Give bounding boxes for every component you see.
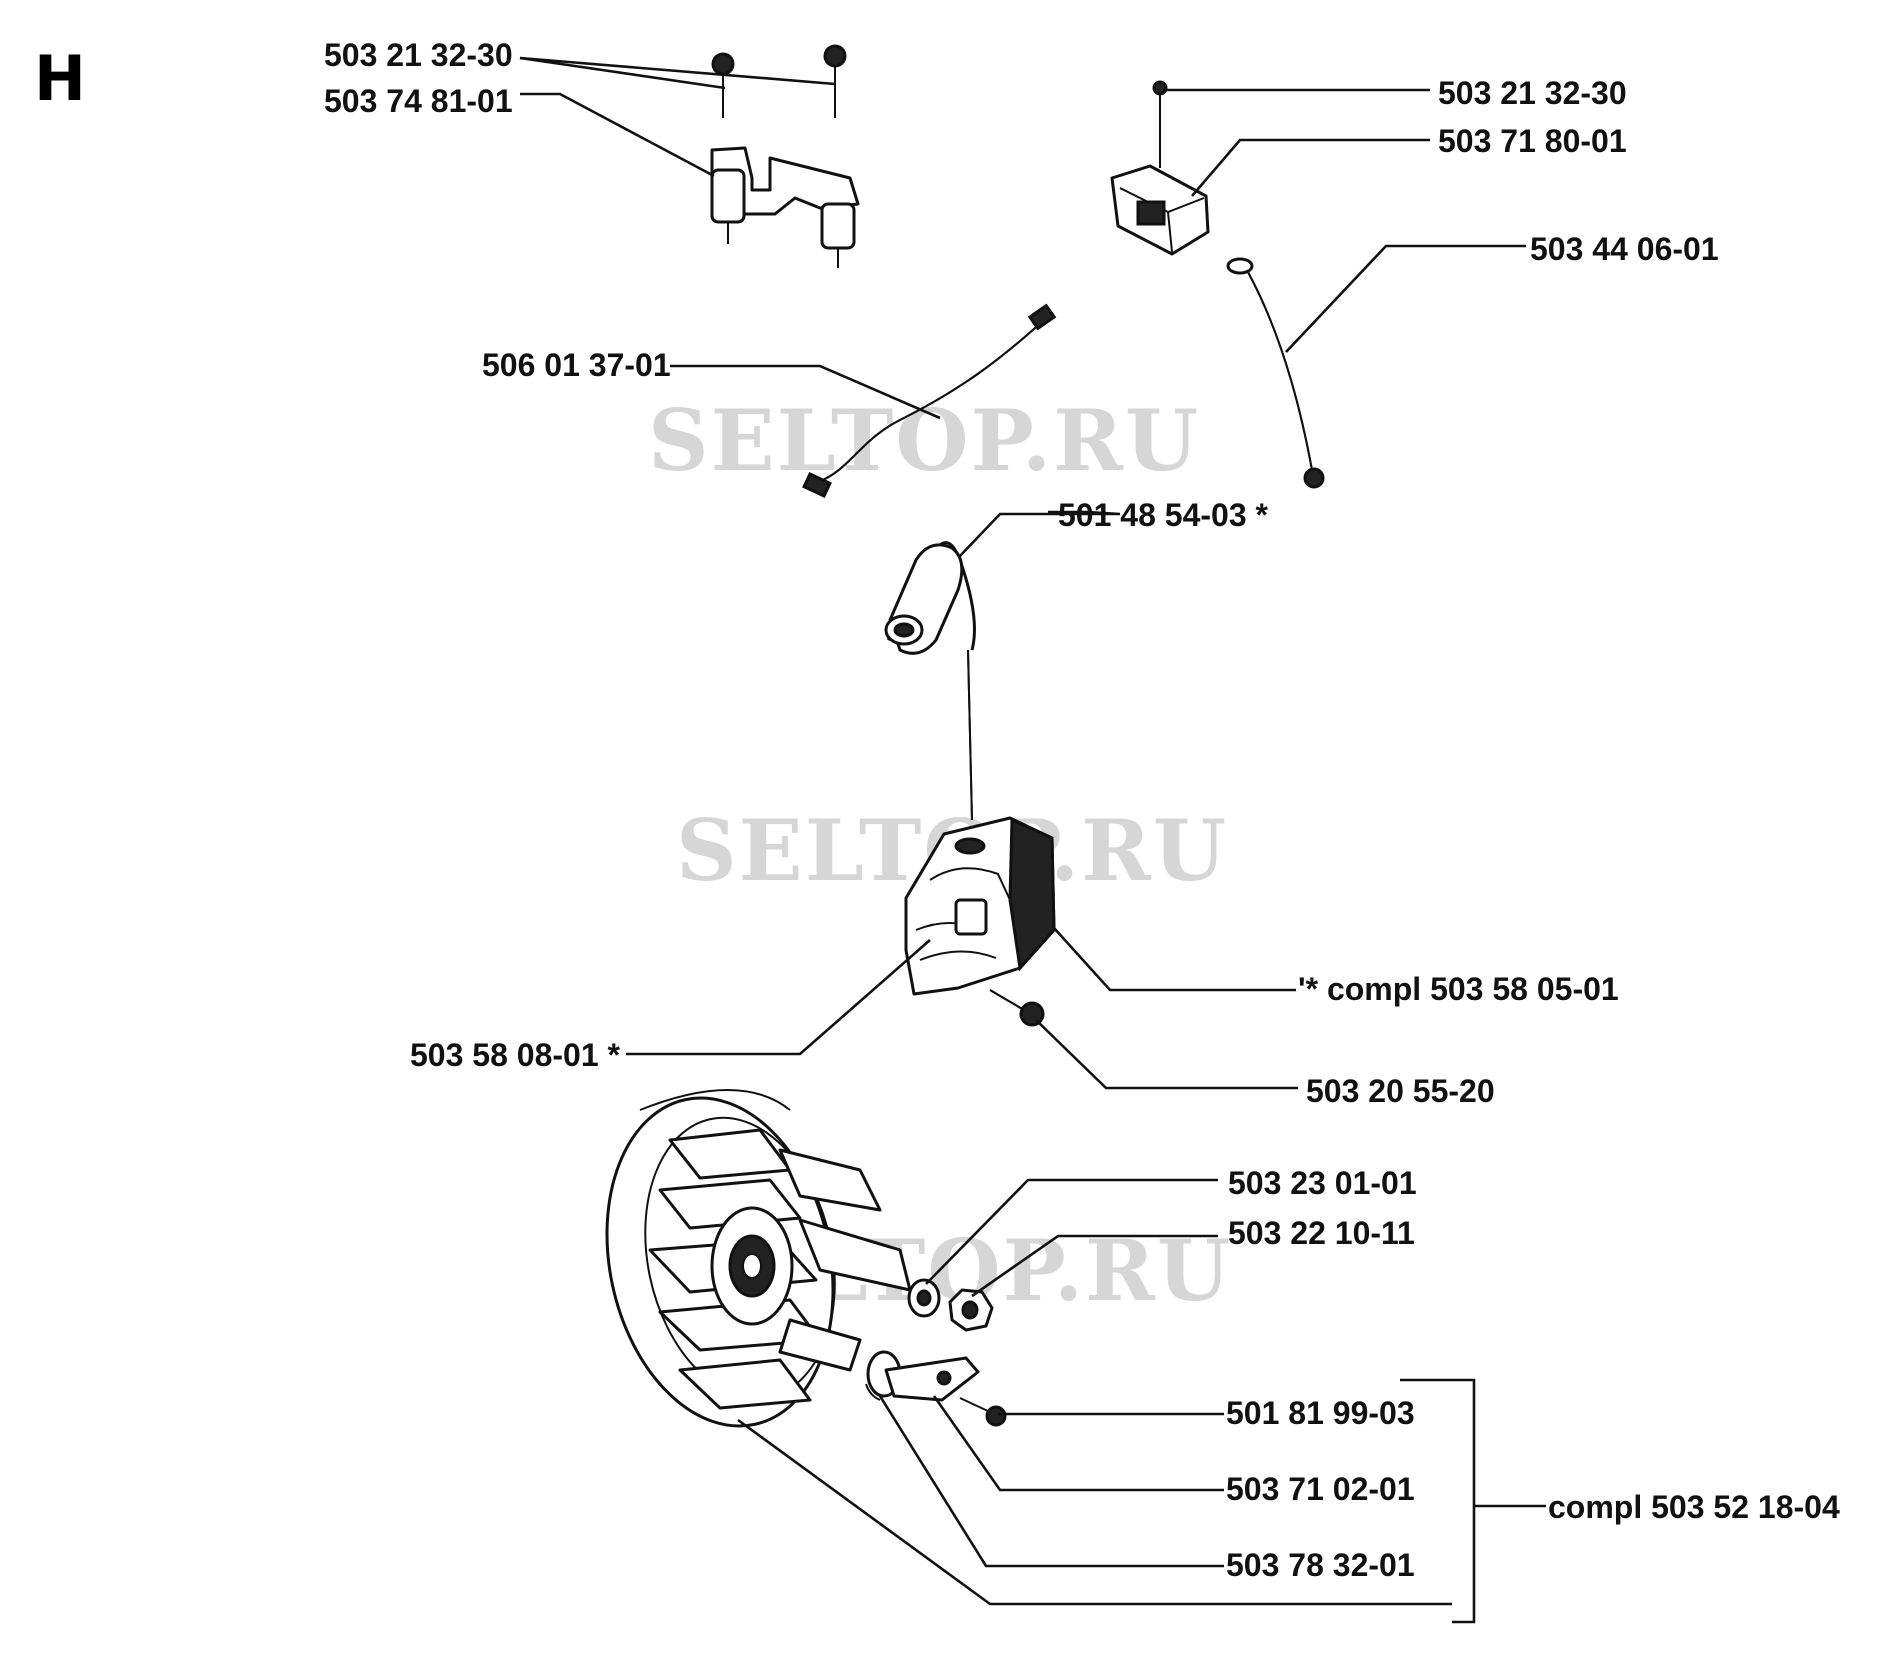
switch-module-drawing xyxy=(1110,80,1210,256)
label-pawl: 503 78 32-01 xyxy=(1226,1547,1415,1583)
washer-drawing xyxy=(907,1278,941,1318)
label-flywheel-compl: compl 503 52 18-04 xyxy=(1548,1489,1840,1525)
label-coil-bracket: 503 74 81-01 xyxy=(324,83,513,119)
label-pawl-spring: 503 71 02-01 xyxy=(1226,1471,1415,1507)
ignition-cable-drawing xyxy=(802,303,1057,498)
label-screw-top-left: 503 21 32-30 xyxy=(324,37,513,73)
pawl-drawing xyxy=(865,1350,1007,1427)
watermark-1: SELTOP.RU xyxy=(648,391,1200,490)
coil-bracket-drawing xyxy=(710,44,860,268)
section-letter: H xyxy=(34,42,86,115)
label-pawl-screw: 501 81 99-03 xyxy=(1226,1395,1415,1431)
label-ignition-module-compl: '* compl 503 58 05-01 xyxy=(1298,971,1619,1007)
label-screw-top-right: 503 21 32-30 xyxy=(1438,75,1627,111)
module-screw-drawing xyxy=(989,989,1045,1027)
spark-plug-cap-drawing xyxy=(884,541,976,821)
label-short-circuit-cable: 503 44 06-01 xyxy=(1530,231,1719,267)
label-coil-part: 503 58 08-01 * xyxy=(410,1037,621,1073)
label-ignition-cable: 506 01 37-01 xyxy=(482,347,671,383)
short-circuit-cable-drawing xyxy=(1226,257,1325,489)
label-nut: 503 22 10-11 xyxy=(1228,1215,1415,1251)
ignition-module-drawing xyxy=(904,816,1056,996)
nut-drawing xyxy=(948,1288,994,1332)
screw-right-drawing xyxy=(823,44,847,118)
flywheel-drawing xyxy=(605,1089,912,1428)
label-switch-module: 503 71 80-01 xyxy=(1438,123,1627,159)
leader-lines xyxy=(519,56,1546,1624)
part-labels: 503 21 32-30 503 74 81-01 503 21 32-30 5… xyxy=(324,37,1840,1583)
label-module-screw: 503 20 55-20 xyxy=(1306,1073,1495,1109)
label-spark-plug-cap: 501 48 54-03 * xyxy=(1058,497,1269,533)
label-washer: 503 23 01-01 xyxy=(1228,1165,1417,1201)
